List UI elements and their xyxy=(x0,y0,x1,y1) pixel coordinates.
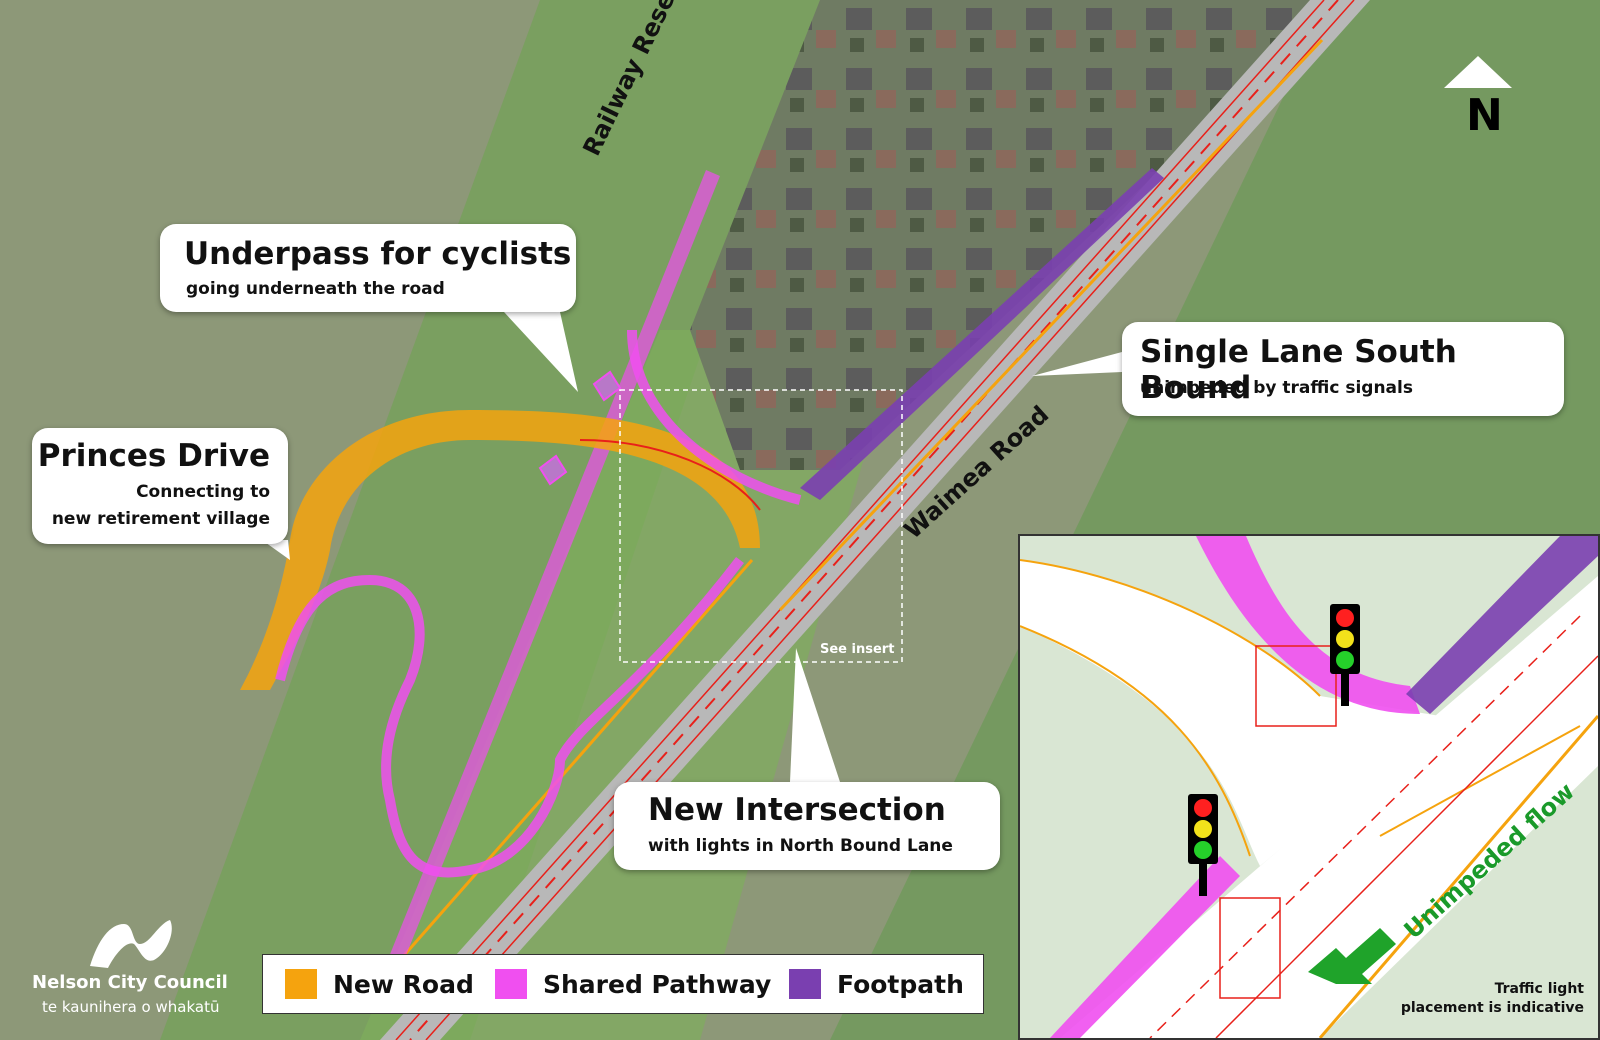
see-insert-label: See insert xyxy=(820,642,895,657)
underpass-callout: Underpass for cyclists going underneath … xyxy=(160,224,576,312)
legend-label-new-road: New Road xyxy=(333,969,474,999)
council-logo: Nelson City Council te kaunihera o whaka… xyxy=(26,910,236,1022)
princes-drive-lane-line xyxy=(579,439,761,511)
intersection-callout: New Intersection with lights in North Bo… xyxy=(614,782,1000,870)
railway-shared-path xyxy=(374,170,720,1000)
new-road-edge-east xyxy=(778,38,1324,612)
insert-side-road xyxy=(1020,560,1440,866)
shared-path-loop xyxy=(275,556,744,878)
road-edge-line-east xyxy=(425,0,1355,1040)
legend-swatch-footpath xyxy=(789,969,821,999)
footpath xyxy=(800,168,1164,500)
single-lane-callout: Single Lane South Bound unimpeded by tra… xyxy=(1122,322,1564,416)
intersection-callout-subtitle: with lights in North Bound Lane xyxy=(648,836,953,856)
traffic-light-note-line1: Traffic light xyxy=(1494,981,1584,997)
underpass-callout-subtitle: going underneath the road xyxy=(186,279,445,299)
insert-stop-box-side xyxy=(1255,645,1337,727)
single-lane-callout-subtitle: unimpeded by traffic signals xyxy=(1140,378,1413,398)
princes-drive-subtitle-line1: Connecting to xyxy=(136,482,270,502)
underpass-callout-pointer xyxy=(504,312,578,392)
princes-drive-subtitle-line2: new retirement village xyxy=(51,509,270,529)
princes-callout-pointer xyxy=(262,540,290,560)
road-edge-line-west xyxy=(395,0,1325,1040)
see-insert-box xyxy=(619,389,903,663)
insert-road-edge xyxy=(1318,715,1598,1038)
traffic-light-note-line2: placement is indicative xyxy=(1400,1000,1584,1016)
council-name: Nelson City Council xyxy=(32,972,228,993)
princes-drive-callout-subtitle: Connecting to new retirement village xyxy=(52,479,270,533)
north-arrow-icon xyxy=(1444,56,1512,88)
council-tagline: te kaunihera o whakatū xyxy=(42,998,220,1016)
intersection-callout-title: New Intersection xyxy=(648,792,946,828)
insert-shared-path-north xyxy=(1196,536,1420,714)
legend-item-new-road: New Road xyxy=(285,969,474,999)
map-legend: New Road Shared Pathway Footpath xyxy=(262,954,984,1014)
legend-label-shared-pathway: Shared Pathway xyxy=(543,969,772,999)
insert-lane-line-2 xyxy=(1149,615,1581,1038)
intersection-insert xyxy=(1018,534,1600,1040)
single-lane-callout-pointer xyxy=(1032,352,1122,376)
north-label: N xyxy=(1466,90,1503,141)
underpass-callout-title: Underpass for cyclists xyxy=(184,236,572,272)
railway-reserve-area xyxy=(160,0,820,1040)
traffic-light-note: Traffic light placement is indicative xyxy=(1394,980,1584,1018)
insert-island-edge xyxy=(1379,725,1581,837)
single-lane-callout-title: Single Lane South Bound xyxy=(1140,334,1457,406)
flow-arrow-icon xyxy=(1308,928,1396,984)
legend-swatch-shared-pathway xyxy=(495,969,527,999)
legend-item-shared-pathway: Shared Pathway xyxy=(495,969,771,999)
legend-item-footpath: Footpath xyxy=(789,969,964,999)
new-road-edge-west xyxy=(398,559,754,961)
intersection-callout-pointer xyxy=(790,648,840,782)
housing-area xyxy=(690,0,1330,470)
insert-footpath xyxy=(1406,536,1598,714)
nelson-logo-icon xyxy=(90,920,172,968)
legend-label-footpath: Footpath xyxy=(837,969,964,999)
traffic-light-icon xyxy=(1188,794,1218,896)
traffic-light-icon xyxy=(1330,604,1360,706)
princes-drive-callout: Princes Drive Connecting to new retireme… xyxy=(32,428,288,544)
insert-diagram xyxy=(1020,536,1598,1038)
insert-side-road-edge-north xyxy=(1020,559,1321,697)
legend-swatch-new-road xyxy=(285,969,317,999)
princes-drive-callout-title: Princes Drive xyxy=(37,438,270,474)
insert-stop-box-north xyxy=(1219,897,1281,999)
insert-shared-path-south xyxy=(1050,856,1240,1038)
shared-path-link-north xyxy=(627,329,802,505)
underpass-marker-north xyxy=(592,370,622,402)
underpass-marker-south xyxy=(538,454,568,486)
insert-side-road-edge-south xyxy=(1020,625,1251,857)
road-centre-line xyxy=(409,0,1339,1040)
